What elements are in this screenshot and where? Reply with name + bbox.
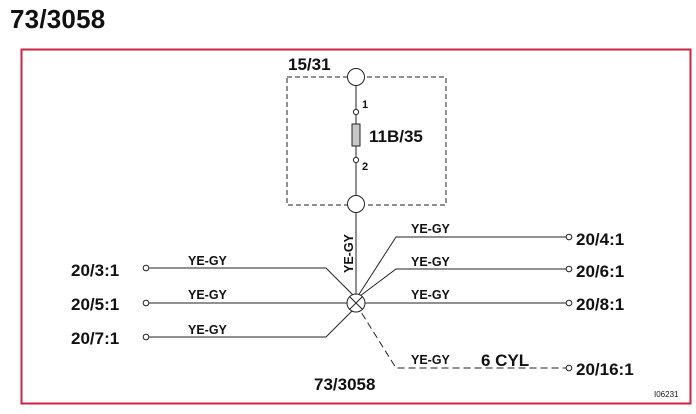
left-terminal-label-3: 20/7:1 (71, 329, 119, 348)
terminal-right-1[interactable] (565, 233, 573, 241)
component-11b-35[interactable] (351, 123, 361, 147)
left-wire-3 (148, 306, 357, 338)
top-connector-label: 15/31 (288, 55, 331, 74)
left-terminal-label-1: 20/3:1 (71, 261, 119, 280)
pin-1[interactable] (352, 108, 360, 116)
right-terminal-label-2: 20/6:1 (576, 262, 624, 281)
right-wire-2 (355, 268, 566, 300)
terminal-left-3[interactable] (142, 333, 150, 341)
pin-1-label: 1 (362, 99, 368, 111)
dashed-wire-color: YE-GY (411, 353, 451, 367)
right-wire-color-3: YE-GY (411, 288, 451, 302)
page-title: 73/3058 (10, 4, 106, 34)
image-code: I06231 (654, 390, 679, 399)
left-wire-color-1: YE-GY (188, 254, 228, 268)
dashed-terminal-label: 20/16:1 (576, 360, 634, 379)
vertical-wire-label: YE-GY (342, 233, 356, 273)
right-wire-1 (355, 236, 566, 300)
right-terminal-label-1: 20/4:1 (576, 230, 624, 249)
right-wire-color-1: YE-GY (411, 222, 451, 236)
terminal-left-1[interactable] (142, 264, 150, 272)
splice-label: 73/3058 (314, 375, 375, 394)
right-wire-color-2: YE-GY (411, 255, 451, 269)
pin-2[interactable] (352, 156, 360, 164)
top-connector[interactable] (347, 68, 365, 86)
right-terminal-label-3: 20/8:1 (576, 295, 624, 314)
left-terminal-label-2: 20/5:1 (71, 295, 119, 314)
left-wire-color-3: YE-GY (188, 323, 228, 337)
terminal-left-2[interactable] (142, 299, 150, 307)
diagram-frame (20, 48, 692, 405)
pin-2-label: 2 (362, 161, 368, 173)
left-wire-color-2: YE-GY (188, 288, 228, 302)
splice-symbol[interactable] (346, 293, 366, 313)
component-label: 11B/35 (369, 127, 423, 146)
lower-connector[interactable] (347, 195, 365, 213)
terminal-right-4[interactable] (565, 364, 573, 372)
dashed-wire (355, 303, 566, 369)
dashed-wire-note: 6 CYL (481, 351, 529, 370)
left-wire-1 (148, 267, 357, 299)
terminal-right-3[interactable] (565, 299, 573, 307)
terminal-right-2[interactable] (565, 265, 573, 273)
